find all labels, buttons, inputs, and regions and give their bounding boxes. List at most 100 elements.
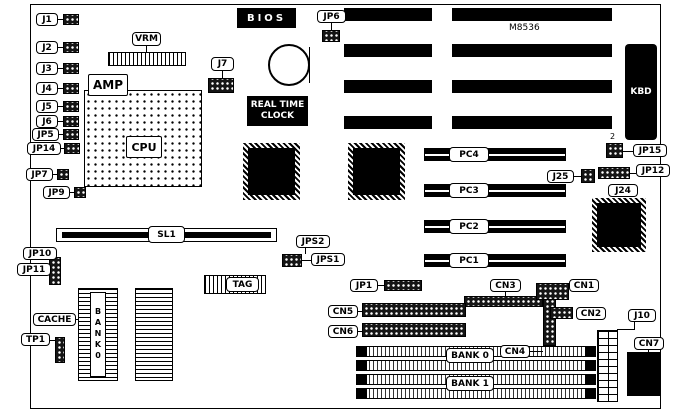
callout-j4: J4	[36, 82, 58, 95]
callout-j1: J1	[36, 13, 58, 26]
bank1-label: BANK 1	[446, 376, 494, 391]
bank0-chip-label: BANK0	[90, 292, 106, 377]
kbd-connector: KBD	[625, 44, 657, 140]
callout-cn1: CN1	[569, 279, 599, 292]
qfp-chip	[243, 143, 300, 200]
cn1-connector	[536, 283, 569, 300]
cn2-connector	[550, 307, 573, 319]
cn3-connector	[464, 296, 543, 307]
isa-slot	[452, 8, 612, 21]
rtc-chip: REAL TIME CLOCK	[247, 96, 308, 126]
callout-cn4: CN4	[500, 345, 530, 358]
cache-chip	[135, 288, 173, 381]
callout-jp6: JP6	[317, 10, 346, 23]
jp1-connector	[384, 280, 422, 291]
pc2-label: PC2	[449, 219, 489, 234]
leader-line	[61, 148, 64, 149]
vrm-module	[108, 52, 186, 66]
callout-cache: CACHE	[33, 313, 76, 326]
jp15-connector	[606, 143, 623, 158]
cn7-connector	[627, 352, 661, 396]
leader-line	[53, 174, 57, 175]
callout-jps2: JPS2	[296, 235, 330, 248]
callout-cn7: CN7	[634, 337, 664, 350]
pci-slot-pc1	[424, 254, 566, 267]
callout-j24: J24	[608, 184, 638, 197]
callout-cn2: CN2	[576, 307, 606, 320]
rtc-line2: CLOCK	[260, 111, 295, 121]
leader-line	[70, 192, 74, 193]
leader-line	[574, 176, 581, 177]
leader-line	[76, 319, 79, 320]
jp6-connector	[322, 30, 340, 42]
callout-j7: J7	[211, 57, 234, 71]
callout-j10: J10	[628, 309, 656, 322]
leader-line	[50, 340, 55, 341]
j10-terminal-strip	[597, 330, 618, 402]
pci-slot-pc4	[424, 148, 566, 161]
jps-connector	[282, 254, 302, 267]
isa-slot	[344, 116, 432, 129]
qfp-chip	[348, 143, 405, 200]
jp5-connector	[63, 129, 79, 140]
callout-vrm: VRM	[132, 32, 161, 46]
pc4-label: PC4	[449, 147, 489, 162]
pc3-label: PC3	[449, 183, 489, 198]
leader-line	[59, 134, 63, 135]
callout-jps1: JPS1	[311, 253, 345, 266]
jp14-connector	[64, 143, 80, 154]
leader-line	[146, 46, 147, 52]
leader-line	[630, 173, 636, 174]
leader-line	[648, 350, 649, 353]
callout-j2: J2	[36, 41, 58, 54]
amp-label: AMP	[88, 74, 128, 96]
j5-connector	[63, 101, 79, 112]
jp12-connector	[598, 167, 630, 179]
callout-jp15: JP15	[633, 144, 667, 157]
pci-slot-pc2	[424, 220, 566, 233]
callout-cn5: CN5	[328, 305, 358, 318]
jp7-connector	[57, 169, 69, 180]
leader-line	[58, 19, 63, 20]
callout-cn6: CN6	[328, 325, 358, 338]
chipset-m8536-label: M8536	[509, 23, 540, 33]
j2-connector	[63, 42, 79, 53]
isa-slot	[452, 44, 612, 57]
callout-jp10: JP10	[23, 247, 57, 260]
pc1-label: PC1	[449, 253, 489, 268]
j4-connector	[63, 83, 79, 94]
j24-chip	[592, 198, 646, 252]
callout-cn3: CN3	[490, 279, 521, 292]
callout-jp7: JP7	[26, 168, 53, 181]
leader-line	[58, 47, 63, 48]
leader-line	[623, 151, 633, 152]
leader-line	[302, 260, 311, 261]
cpu-label: CPU	[126, 136, 162, 158]
leader-line	[331, 23, 332, 30]
callout-jp14: JP14	[27, 142, 61, 155]
pin2-label: 2	[610, 132, 616, 141]
pci-slot-pc3	[424, 184, 566, 197]
leader-line	[378, 285, 384, 286]
callout-j5: J5	[36, 100, 58, 113]
isa-slot	[344, 80, 432, 93]
j1-connector	[63, 14, 79, 25]
cn6-connector	[362, 323, 466, 337]
leader-line	[58, 88, 63, 89]
sl1-label: SL1	[148, 226, 185, 243]
isa-slot	[452, 116, 612, 129]
leader-line	[58, 106, 63, 107]
leader-line	[530, 351, 543, 352]
jp9-connector	[74, 187, 86, 198]
isa-slot	[452, 80, 612, 93]
leader-line	[305, 248, 306, 254]
rtc-line1: REAL TIME	[250, 99, 305, 110]
bios-chip: BIOS	[237, 8, 296, 28]
callout-jp9: JP9	[43, 186, 70, 199]
bank0-label: BANK 0	[446, 348, 494, 363]
isa-slot	[344, 8, 432, 21]
leader-line	[358, 311, 362, 312]
leader-line	[634, 322, 635, 330]
callout-j25: J25	[547, 170, 574, 183]
